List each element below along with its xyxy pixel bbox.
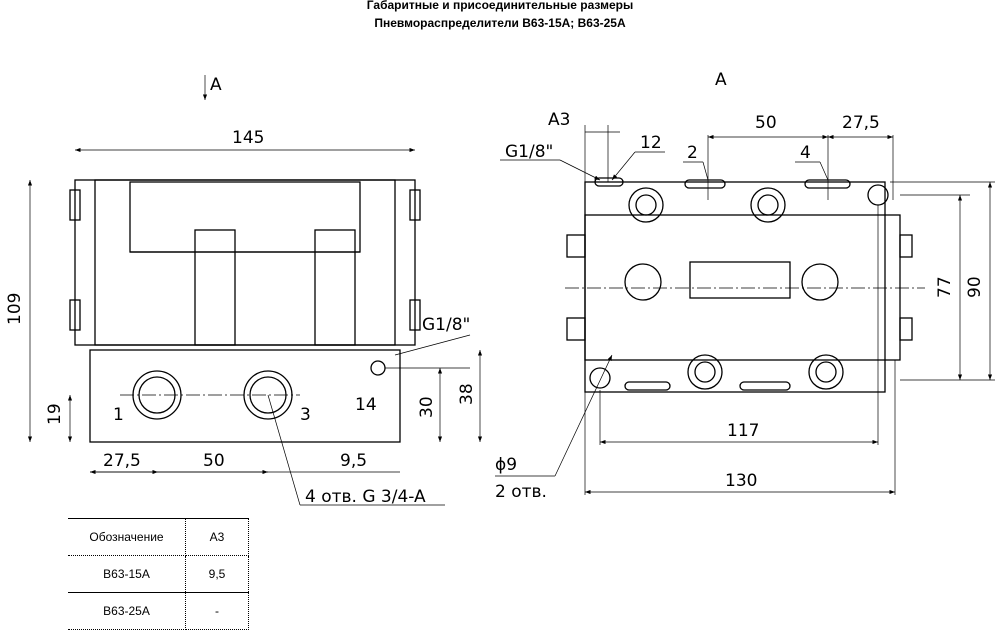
right-thread-label: G1/8" [505,142,553,162]
table-row: В63-15А 9,5 [68,555,249,593]
variants-table: Обозначение A3 В63-15А 9,5 В63-25А - [68,518,249,630]
dim-117: 117 [727,421,759,441]
dim-offset: 27,5 [103,451,141,471]
port-12-label: 12 [640,133,662,153]
dim-a3: A3 [548,110,570,130]
dim-right-offset: 27,5 [842,113,880,133]
hole-count: 2 отв. [495,482,547,502]
holes-note: 4 отв. G 3/4-A [305,487,426,507]
table-cell: В63-15А [68,555,186,593]
dim-90: 90 [965,276,985,298]
drawing-title: Габаритные и присоединительные размеры [366,0,634,12]
dim-130: 130 [725,471,757,491]
table-header: Обозначение [68,518,186,556]
dim-right-spacing: 50 [755,113,777,133]
port-2-label: 2 [687,143,698,163]
dim-small: 9,5 [340,451,367,471]
drawing-subtitle: Пневмораспределители В63-15А; В63-25А [374,16,626,30]
view-title-a: A [715,70,727,90]
hole-diameter: ϕ9 [495,455,517,475]
table-row: В63-25А - [68,592,249,630]
dim-height: 109 [5,293,25,325]
table-header: A3 [185,518,249,556]
front-view: A 145 109 19 38 30 27,5 50 9,5 [5,75,483,507]
port-3-label: 3 [300,405,311,425]
table-cell: В63-25А [68,592,186,630]
dim-port-height: 30 [417,396,437,418]
dim-base-height: 38 [457,383,477,405]
dim-port-axis: 19 [45,403,65,425]
dim-width: 145 [232,128,264,148]
view-marker-a: A [210,75,222,95]
port-1-label: 1 [113,405,124,425]
table-header-row: Обозначение A3 [68,518,249,556]
table-cell: 9,5 [185,555,249,593]
port-14-label: 14 [355,395,377,415]
port-4-label: 4 [800,143,811,163]
thread-label: G1/8" [422,315,470,335]
table-cell: - [185,592,249,630]
dim-77: 77 [935,276,955,298]
dim-spacing: 50 [203,451,225,471]
top-view: A A3 G1/8" 12 2 4 [495,70,995,502]
